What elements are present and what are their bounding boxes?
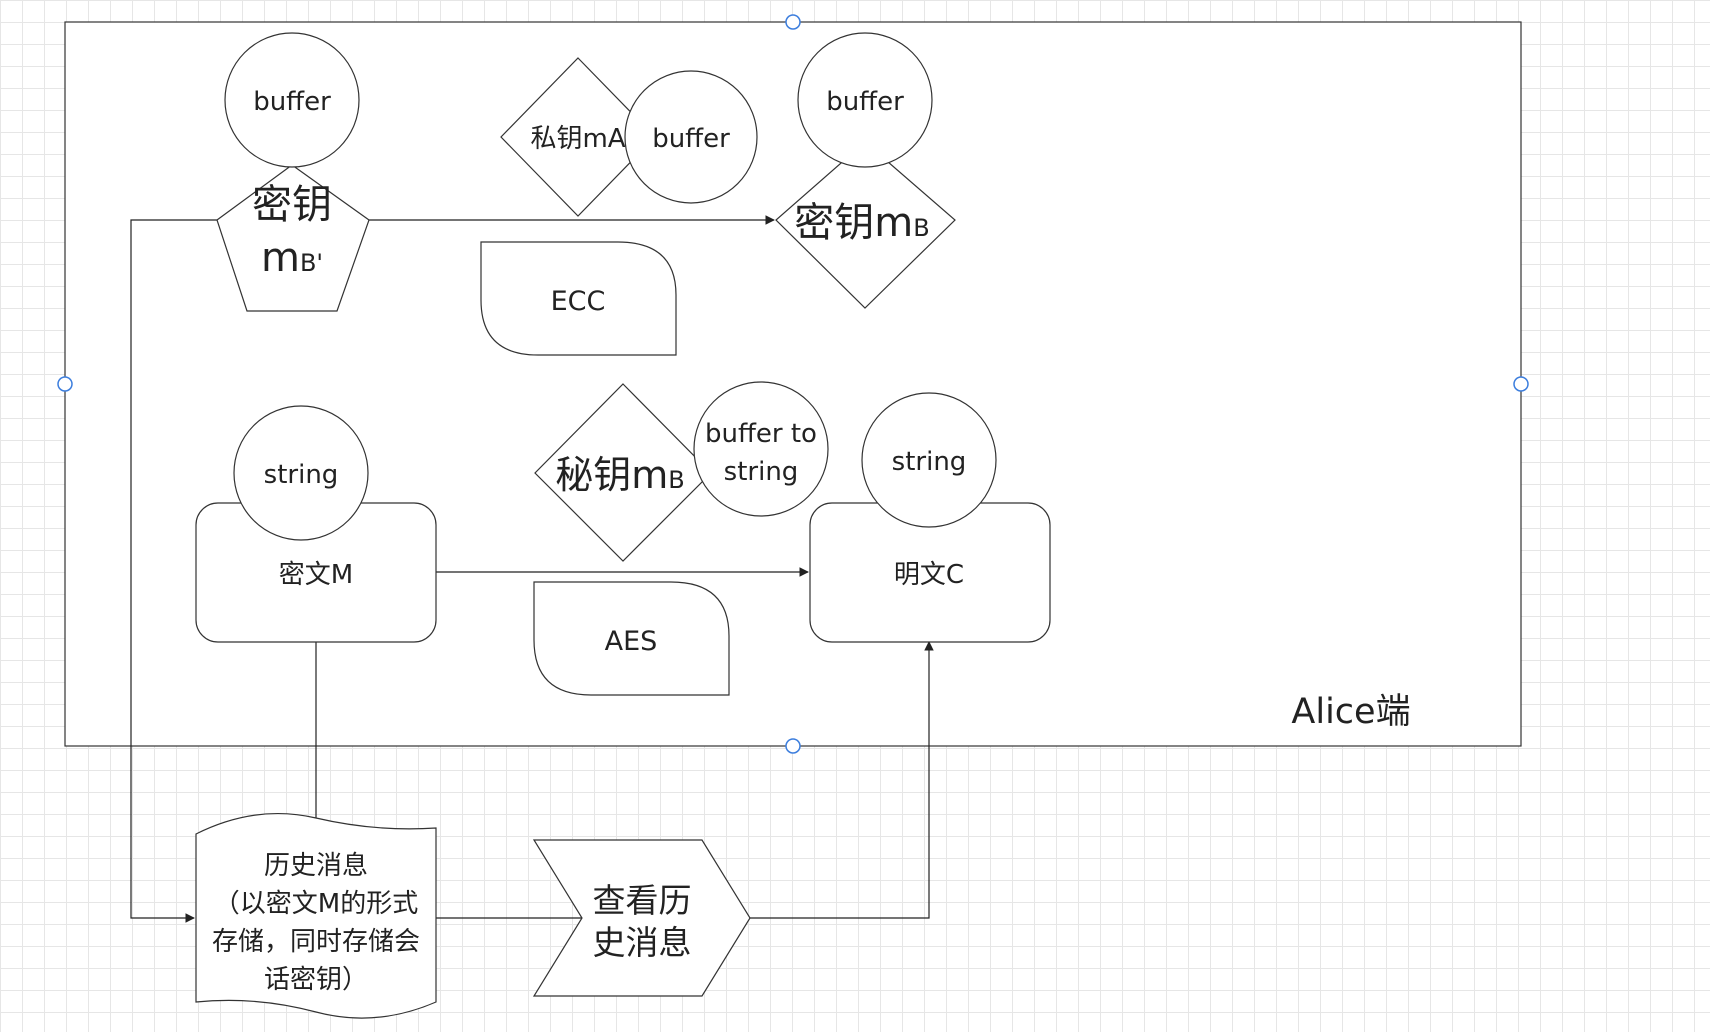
history-label-line1: 历史消息	[264, 851, 368, 881]
aes-label: AES	[605, 626, 658, 657]
connector-key-to-history[interactable]	[130, 219, 217, 923]
aes-shape[interactable]	[533, 581, 730, 696]
key-pentagon-label-line2: mB'	[261, 235, 323, 281]
buffer-circle-top-left[interactable]	[224, 32, 360, 168]
alice-container-label: Alice端	[1291, 692, 1410, 732]
connector-view-to-plain[interactable]	[750, 641, 934, 919]
history-label-line2: （以密文M的形式	[214, 889, 418, 919]
string-circle-left[interactable]	[233, 405, 369, 541]
buffer-label-top-right: buffer	[826, 87, 904, 117]
ciphertext-label: 密文M	[279, 560, 353, 590]
view-history-label-line2: 史消息	[593, 923, 692, 962]
private-key-label: 私钥mA	[530, 124, 625, 154]
buffer-circle-top-right[interactable]	[797, 32, 933, 168]
key-pentagon[interactable]	[216, 164, 370, 312]
history-label-line4: 话密钥）	[264, 965, 368, 995]
view-history-chevron[interactable]	[532, 839, 751, 997]
buffer-label-middle-top: buffer	[652, 124, 730, 154]
private-key-diamond[interactable]	[500, 57, 656, 217]
selection-handle-bottom[interactable]	[785, 738, 801, 754]
key-diamond-right-label: 密钥mB	[794, 200, 929, 246]
ecc-label: ECC	[551, 286, 606, 317]
string-label-left: string	[264, 460, 339, 490]
history-document-shape[interactable]	[195, 812, 437, 1019]
secret-key-label: 秘钥mB	[555, 453, 685, 497]
buffer-to-string-label-line1: buffer to	[705, 419, 817, 449]
plaintext-label: 明文C	[894, 560, 964, 590]
selection-handle-left[interactable]	[57, 376, 73, 392]
view-history-label-line1: 查看历	[593, 881, 692, 920]
string-label-right: string	[892, 447, 967, 477]
buffer-to-string-circle[interactable]	[693, 381, 829, 517]
selection-handle-top[interactable]	[785, 14, 801, 30]
buffer-circle-middle-top[interactable]	[624, 70, 758, 204]
history-label-line3: 存储，同时存储会	[212, 927, 420, 957]
string-circle-right[interactable]	[861, 392, 997, 528]
selection-handle-right[interactable]	[1513, 376, 1529, 392]
key-pentagon-label-line1: 密钥	[252, 182, 332, 228]
buffer-label-top-left: buffer	[253, 87, 331, 117]
buffer-to-string-label-line2: string	[724, 457, 799, 487]
ecc-shape[interactable]	[480, 241, 677, 356]
secret-key-diamond[interactable]	[534, 383, 712, 562]
key-diamond-right[interactable]	[775, 141, 956, 309]
